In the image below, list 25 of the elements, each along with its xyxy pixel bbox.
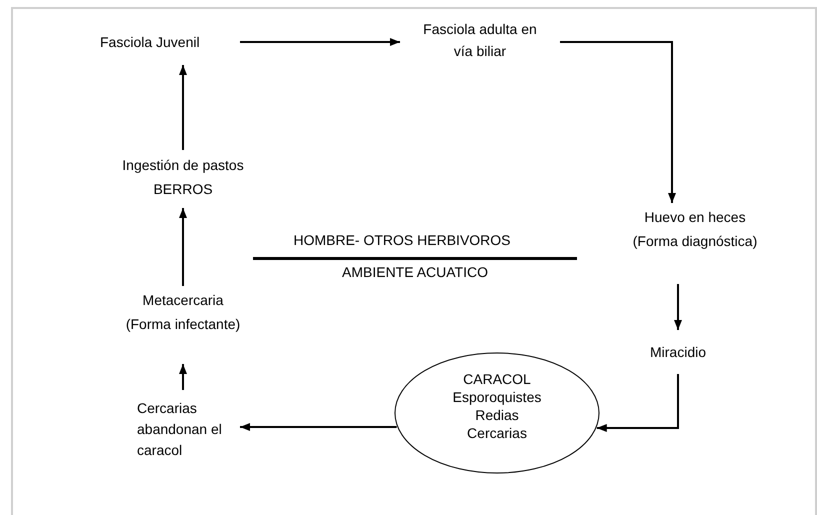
zone-label: AMBIENTE ACUATICO xyxy=(342,263,488,281)
arrow xyxy=(240,38,400,46)
stage-text: Ingestión de pastos xyxy=(122,156,244,175)
stage-text: BERROS xyxy=(153,180,213,199)
stage-text: Redias xyxy=(475,406,519,424)
stage-text: Miracidio xyxy=(650,343,706,362)
stage-text: CARACOL xyxy=(463,370,531,388)
arrow xyxy=(674,284,682,330)
stage-text: (Forma infectante) xyxy=(126,315,240,334)
stage-text: Fasciola adulta en vía biliar xyxy=(422,20,538,61)
stage-text: (Forma diagnóstica) xyxy=(632,232,758,251)
stage-text: Fasciola Juvenil xyxy=(100,33,200,52)
zone-label: HOMBRE- OTROS HERBIVOROS xyxy=(293,231,511,249)
arrow xyxy=(560,41,676,203)
arrow xyxy=(179,65,187,150)
arrow xyxy=(179,208,187,286)
stage-text: Huevo en heces xyxy=(644,208,746,227)
snail-ellipse xyxy=(394,352,600,474)
stage-text: Esporoquistes xyxy=(452,388,542,406)
stage-text: Cercarias xyxy=(467,424,527,442)
arrow xyxy=(240,423,397,431)
stage-text: Metacercaria xyxy=(142,291,224,310)
stage-text: Cercarias abandonan el caracol xyxy=(137,399,223,460)
arrow xyxy=(596,374,679,432)
arrow xyxy=(179,364,187,390)
